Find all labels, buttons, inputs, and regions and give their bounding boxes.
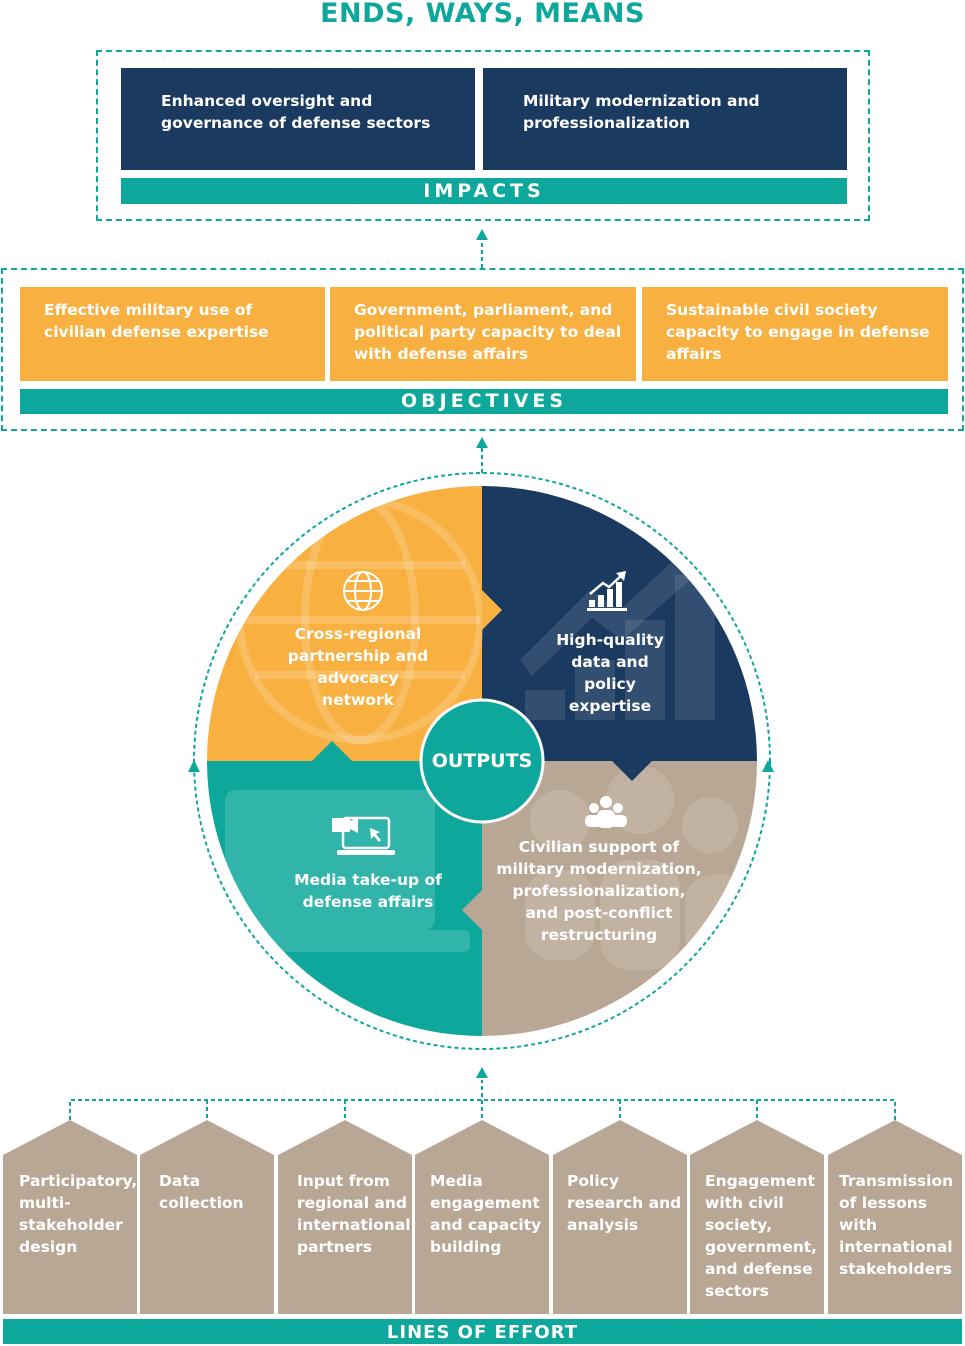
notch-orange [482, 590, 502, 630]
lines-of-effort-label: LINES OF EFFORT [3, 1319, 962, 1344]
effort-label: Participatory, multi-stakeholder design [19, 1172, 138, 1256]
effort-label: Engagement with civil society, governmen… [705, 1172, 818, 1300]
effort-label: Transmission of lessons with internation… [839, 1172, 954, 1278]
objective-box-civil-society: Sustainable civil society capacity to en… [642, 287, 948, 381]
notch-navy [612, 761, 652, 781]
impact-box-modernization: Military modernization and professionali… [483, 68, 847, 170]
connector-arrows [69, 238, 896, 1120]
output-label-data: High-quality data and policy expertise [556, 631, 664, 715]
effort-lessons-transmission: Transmission of lessons with internation… [828, 1120, 962, 1314]
impacts-label: IMPACTS [121, 178, 847, 204]
objective-box-military-expertise: Effective military use of civilian defen… [20, 287, 325, 381]
people-group-icon [585, 796, 627, 828]
objective-box-government-capacity: Government, parliament, and political pa… [330, 287, 636, 381]
objectives-label: OBJECTIVES [20, 389, 948, 414]
effort-label: Data collection [159, 1172, 244, 1212]
page-title: ENDS, WAYS, MEANS [320, 0, 645, 29]
notch-teal [312, 741, 352, 761]
chart-growth-icon [587, 571, 627, 611]
effort-regional-input: Input from regional and international pa… [278, 1120, 412, 1314]
outputs-hub-label: OUTPUTS [431, 750, 533, 772]
output-label-civilian: Civilian support of military modernizati… [496, 838, 702, 944]
impacts-section [96, 50, 870, 221]
video-laptop-icon [332, 816, 395, 855]
effort-civil-engagement: Engagement with civil society, governmen… [690, 1120, 824, 1314]
effort-media-engagement: Media engagement and capacity building [415, 1120, 549, 1314]
globe-icon [343, 571, 383, 611]
notch-taupe [462, 890, 482, 930]
effort-label: Policy research and analysis [567, 1172, 682, 1234]
effort-participatory-design: Participatory, multi-stakeholder design [3, 1120, 137, 1314]
output-label-partnership: Cross-regional partnership and advocacy … [287, 625, 429, 709]
effort-policy-research: Policy research and analysis [553, 1120, 687, 1314]
effort-label: Media engagement and capacity building [430, 1172, 542, 1256]
impact-box-oversight: Enhanced oversight and governance of def… [121, 68, 475, 170]
objectives-section [1, 268, 964, 431]
output-label-media: Media take-up of defense affairs [294, 871, 442, 911]
outputs-ring [193, 472, 771, 1050]
effort-data-collection: Data collection [140, 1120, 274, 1314]
effort-label: Input from regional and international pa… [297, 1172, 411, 1256]
outputs-hub [419, 698, 545, 824]
